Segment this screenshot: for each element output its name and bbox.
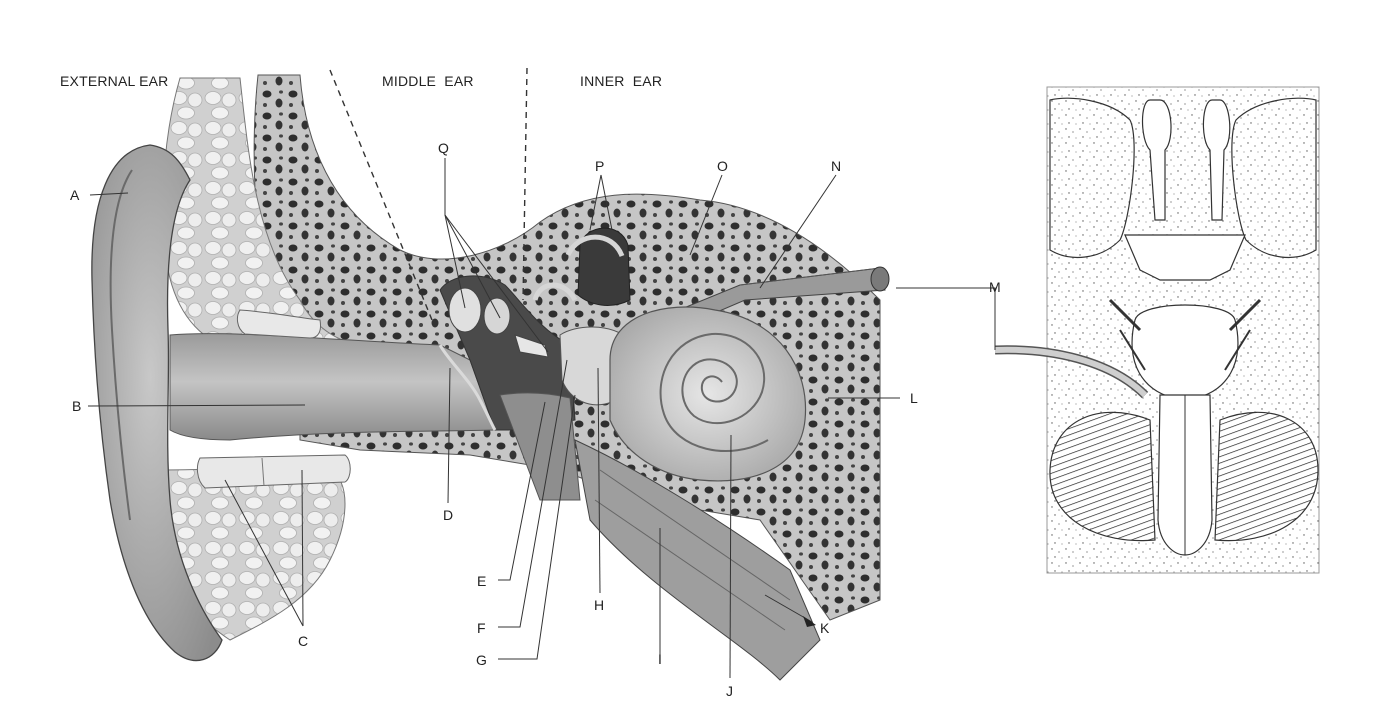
label-f: F	[477, 620, 486, 636]
label-l: L	[910, 390, 918, 406]
label-q: Q	[438, 140, 449, 156]
label-k: K	[820, 620, 830, 636]
region-external-ear: EXTERNAL EAR	[60, 73, 168, 89]
label-m: M	[989, 279, 1001, 295]
label-g: G	[476, 652, 487, 668]
pons	[1131, 304, 1239, 401]
lower-tube	[574, 439, 821, 681]
cochlea	[609, 306, 807, 482]
label-e: E	[477, 573, 486, 589]
incus	[483, 297, 511, 335]
stapes	[514, 334, 549, 358]
label-i: I	[658, 651, 662, 667]
malleus	[448, 287, 482, 333]
eustachian-tube	[499, 392, 581, 501]
brain-inset	[1046, 86, 1320, 574]
label-n: N	[831, 158, 841, 174]
tympanic-membrane	[438, 344, 497, 431]
label-b: B	[72, 398, 81, 414]
cerebellum-left	[1049, 411, 1156, 542]
auditory-canal	[169, 333, 496, 441]
label-p: P	[595, 158, 604, 174]
canal-upper-cartilage	[236, 309, 321, 339]
ear-illustration	[91, 67, 890, 681]
pinna	[91, 144, 223, 662]
cochlea-spiral	[659, 332, 769, 453]
cerebellum-right	[1214, 411, 1319, 542]
label-h: H	[594, 597, 604, 613]
label-j: J	[726, 683, 733, 699]
canal-lower-cartilage	[196, 454, 351, 489]
region-inner-ear: INNER EAR	[580, 73, 662, 89]
leader-lines	[87, 158, 996, 679]
label-d: D	[443, 507, 453, 523]
helix-rim	[109, 169, 133, 521]
external-middle-divider	[329, 69, 433, 321]
middle-inner-divider	[522, 67, 528, 301]
region-middle-ear: MIDDLE EAR	[382, 73, 474, 89]
label-a: A	[70, 187, 80, 203]
label-o: O	[717, 158, 728, 174]
label-c: C	[298, 633, 308, 649]
